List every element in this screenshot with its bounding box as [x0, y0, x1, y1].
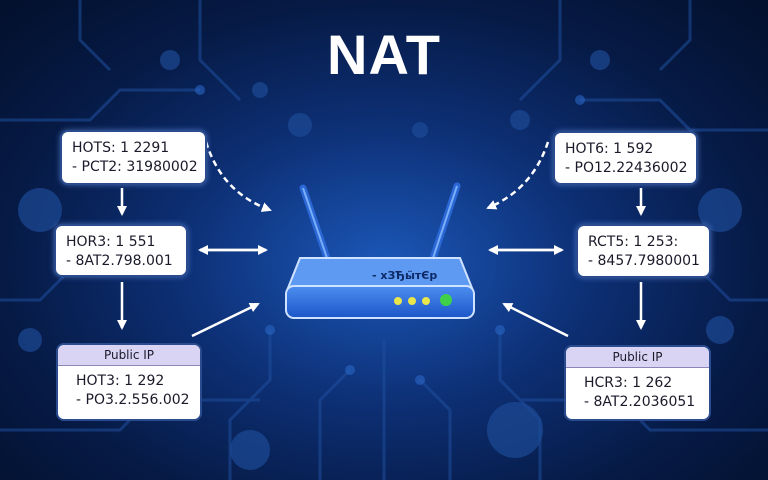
led-icon: [440, 294, 452, 306]
address-line: HOT6: 1 592: [565, 141, 654, 157]
led-icon: [394, 297, 402, 305]
led-icon: [422, 297, 430, 305]
address-box-mid-left: HOR3: 1 551 - 8AT2.798.001: [54, 224, 188, 277]
router-label: - хЗЂӹтЄр: [372, 269, 437, 282]
address-line: - PCT2: 31980002: [72, 159, 198, 175]
public-ip-box-left: Public IP HOT3: 1 292 - PO3.2.556.002: [56, 343, 202, 421]
address-box-mid-right: RCT5: 1 253: - 8457.7980001: [576, 224, 711, 278]
public-ip-header: Public IP: [566, 347, 709, 368]
address-line: - PO12.22436002: [565, 160, 688, 176]
address-line: RCT5: 1 253:: [588, 234, 679, 250]
address-box-top-left: HOTS: 1 2291 - PCT2: 31980002: [60, 130, 207, 185]
address-line: - 8457.7980001: [588, 253, 700, 269]
router-icon: [285, 182, 475, 319]
public-ip-box-right: Public IP HCR3: 1 262 - 8AT2.2036051: [564, 345, 711, 421]
address-line: HOR3: 1 551: [66, 234, 156, 250]
address-line: - 8AT2.798.001: [66, 253, 173, 269]
address-line: HCR3: 1 262: [584, 375, 673, 391]
address-line: HOTS: 1 2291: [72, 140, 170, 156]
led-icon: [408, 297, 416, 305]
address-line: HOT3: 1 292: [76, 373, 165, 389]
public-ip-header: Public IP: [58, 345, 200, 366]
page-title: NAT: [327, 23, 441, 86]
address-line: - PO3.2.556.002: [76, 392, 190, 408]
address-box-top-right: HOT6: 1 592 - PO12.22436002: [553, 131, 698, 185]
address-line: - 8AT2.2036051: [584, 394, 696, 410]
